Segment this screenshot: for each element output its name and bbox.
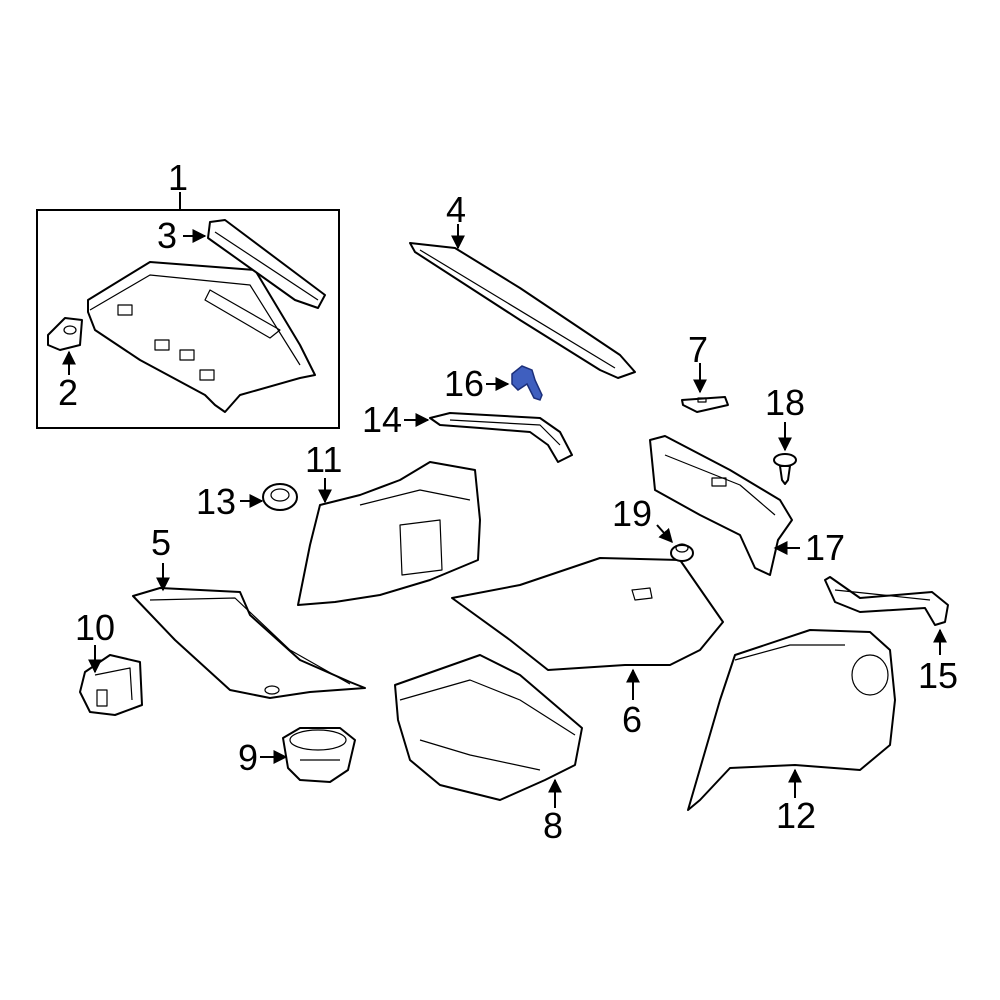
part-8-well-liner[interactable]: [394, 654, 583, 801]
callout-1: 1: [168, 157, 188, 198]
callout-19: 19: [612, 493, 652, 534]
part-6-floor-mat[interactable]: [451, 557, 724, 671]
part-5-side-trim[interactable]: [132, 587, 366, 699]
part-9-storage-bin[interactable]: [282, 727, 356, 783]
callout-8: 8: [543, 805, 563, 846]
callout-17: 17: [805, 527, 845, 568]
callout-15: 15: [918, 655, 958, 696]
part-15-sill-trim[interactable]: [824, 576, 949, 626]
part-10-module[interactable]: [79, 654, 143, 716]
callout-16: 16: [444, 363, 484, 404]
callout-7: 7: [688, 329, 708, 370]
callout-18: 18: [765, 382, 805, 423]
part-7-access-cover[interactable]: [681, 396, 729, 413]
part-17-rear-trim-panel[interactable]: [649, 435, 793, 576]
callout-10: 10: [75, 607, 115, 648]
part-19-grommet[interactable]: [670, 543, 694, 562]
part-13-cap[interactable]: [262, 483, 298, 511]
part-2-bracket[interactable]: [47, 317, 83, 351]
part-1-package-tray[interactable]: [87, 261, 316, 413]
callout-2: 2: [58, 372, 78, 413]
highlighted-clip-shape[interactable]: [511, 365, 543, 401]
part-16-clip-highlighted[interactable]: [511, 365, 543, 401]
callout-19-arrow: [656, 524, 673, 544]
callout-13: 13: [196, 481, 236, 522]
callout-11: 11: [305, 439, 342, 480]
part-18-push-clip[interactable]: [773, 453, 797, 485]
callout-3: 3: [157, 215, 177, 256]
assembly-group-box: [36, 209, 340, 429]
part-4-cargo-cover[interactable]: [409, 242, 636, 379]
callout-9: 9: [238, 737, 258, 778]
callout-4: 4: [446, 189, 466, 230]
part-3-trim-strip[interactable]: [207, 219, 326, 309]
part-11-left-quarter-trim[interactable]: [297, 461, 481, 606]
callout-6: 6: [622, 699, 642, 740]
callout-14: 14: [362, 399, 402, 440]
part-12-right-quarter-trim[interactable]: [687, 629, 896, 811]
callout-5: 5: [151, 522, 171, 563]
callout-12: 12: [776, 795, 816, 836]
part-14-trim-molding[interactable]: [429, 412, 573, 463]
